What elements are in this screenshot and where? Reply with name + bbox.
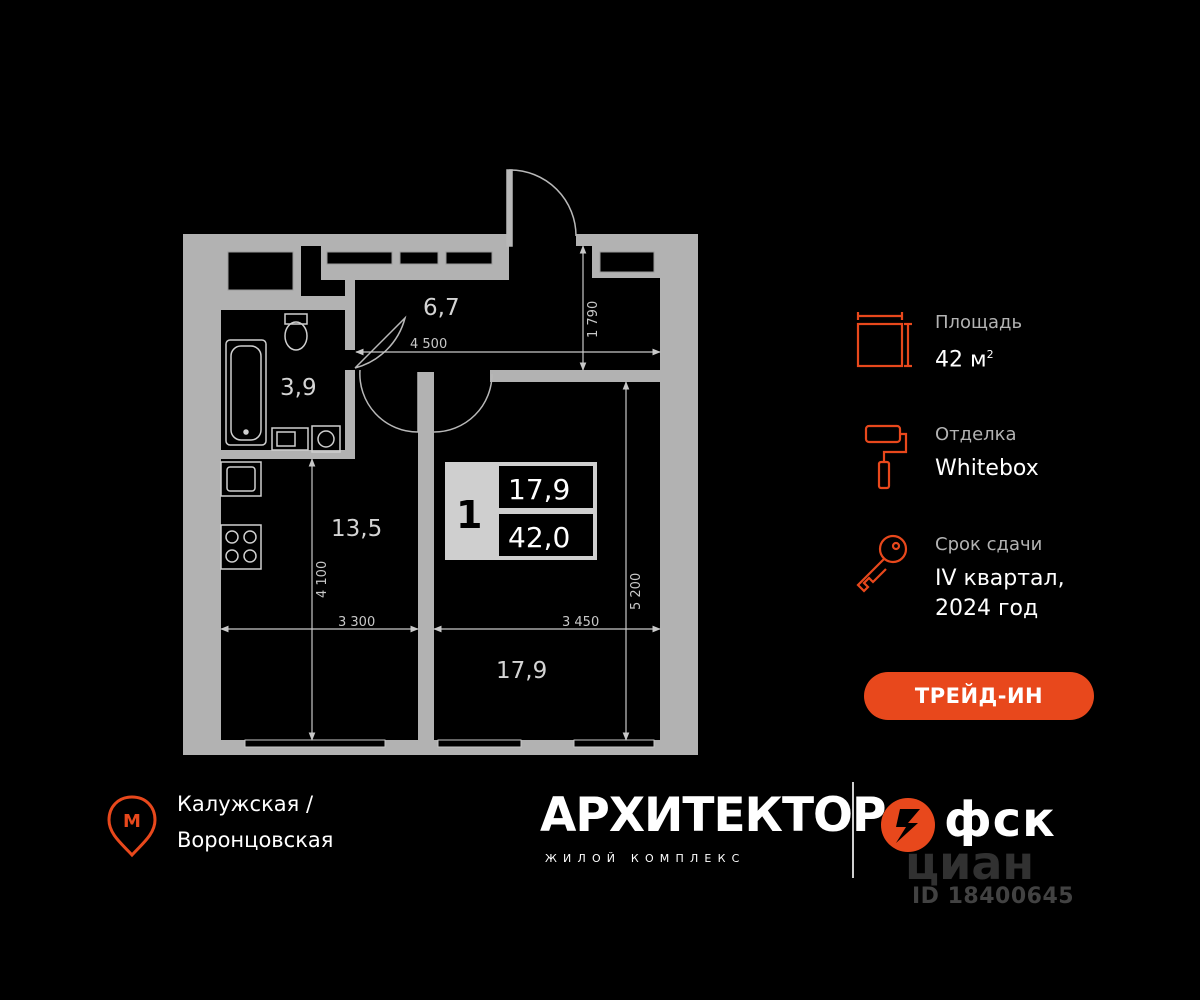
dimension-lines <box>220 245 661 741</box>
deadline-value-line2: 2024 год <box>935 596 1039 621</box>
dimension-labels: 4 500 1 790 3 300 4 100 3 450 5 200 <box>315 301 644 630</box>
room-area-bathroom: 3,9 <box>280 375 317 401</box>
room-area-hall: 6,7 <box>423 295 460 321</box>
bathroom-fixtures <box>225 313 341 453</box>
room-area-bedroom: 17,9 <box>496 658 547 684</box>
room-area-kitchen: 13,5 <box>331 516 382 542</box>
metro-line-1: Калужская / <box>177 792 314 816</box>
hall-width-label: 4 500 <box>410 337 447 352</box>
room-areas: 6,7 3,9 13,5 17,9 <box>280 295 547 684</box>
bedroom-width-label: 3 450 <box>562 615 599 630</box>
kitchen-fixtures <box>220 461 262 570</box>
floor-area-icon <box>856 312 912 368</box>
watermark-id: ID 18400645 <box>912 884 1075 909</box>
developer-logo-icon <box>881 798 935 852</box>
developer-logo-name: фск <box>944 792 1056 848</box>
kitchen-width-label: 3 300 <box>338 615 375 630</box>
metro-line-2: Воронцовская <box>177 828 334 852</box>
hall-depth-label: 1 790 <box>586 301 601 338</box>
wall-niches <box>227 251 655 291</box>
key-icon <box>856 534 908 593</box>
doors <box>354 169 577 433</box>
metro-pin-icon: М <box>107 795 157 858</box>
apartment-badge: 1 17,9 42,0 <box>445 462 597 560</box>
area-value: 42 м2 <box>935 340 994 375</box>
area-label: Площадь <box>935 312 1023 333</box>
deadline-label: Срок сдачи <box>935 534 1043 555</box>
trade-in-button[interactable]: ТРЕЙД-ИН <box>864 672 1094 720</box>
watermark-logo: циан <box>905 836 1035 890</box>
area-value-text: 42 м <box>935 347 987 373</box>
project-logo-name: АРХИТЕКТОР <box>540 788 886 843</box>
badge-living-area: 17,9 <box>508 473 570 506</box>
finish-label: Отделка <box>935 424 1017 445</box>
deadline-value-line1: IV квартал, <box>935 566 1065 591</box>
project-logo-subtitle: ЖИЛОЙ КОМПЛЕКС <box>545 852 746 865</box>
badge-total-area: 42,0 <box>508 521 570 554</box>
brand-divider <box>852 782 854 878</box>
finish-value: Whitebox <box>935 456 1039 481</box>
metro-letter: М <box>123 811 141 832</box>
badge-rooms-count: 1 <box>456 493 482 537</box>
area-unit-sup: 2 <box>986 348 994 361</box>
paint-roller-icon <box>864 424 908 490</box>
bedroom-depth-label: 5 200 <box>629 573 644 610</box>
kitchen-depth-label: 4 100 <box>315 561 330 598</box>
windows <box>244 739 655 748</box>
